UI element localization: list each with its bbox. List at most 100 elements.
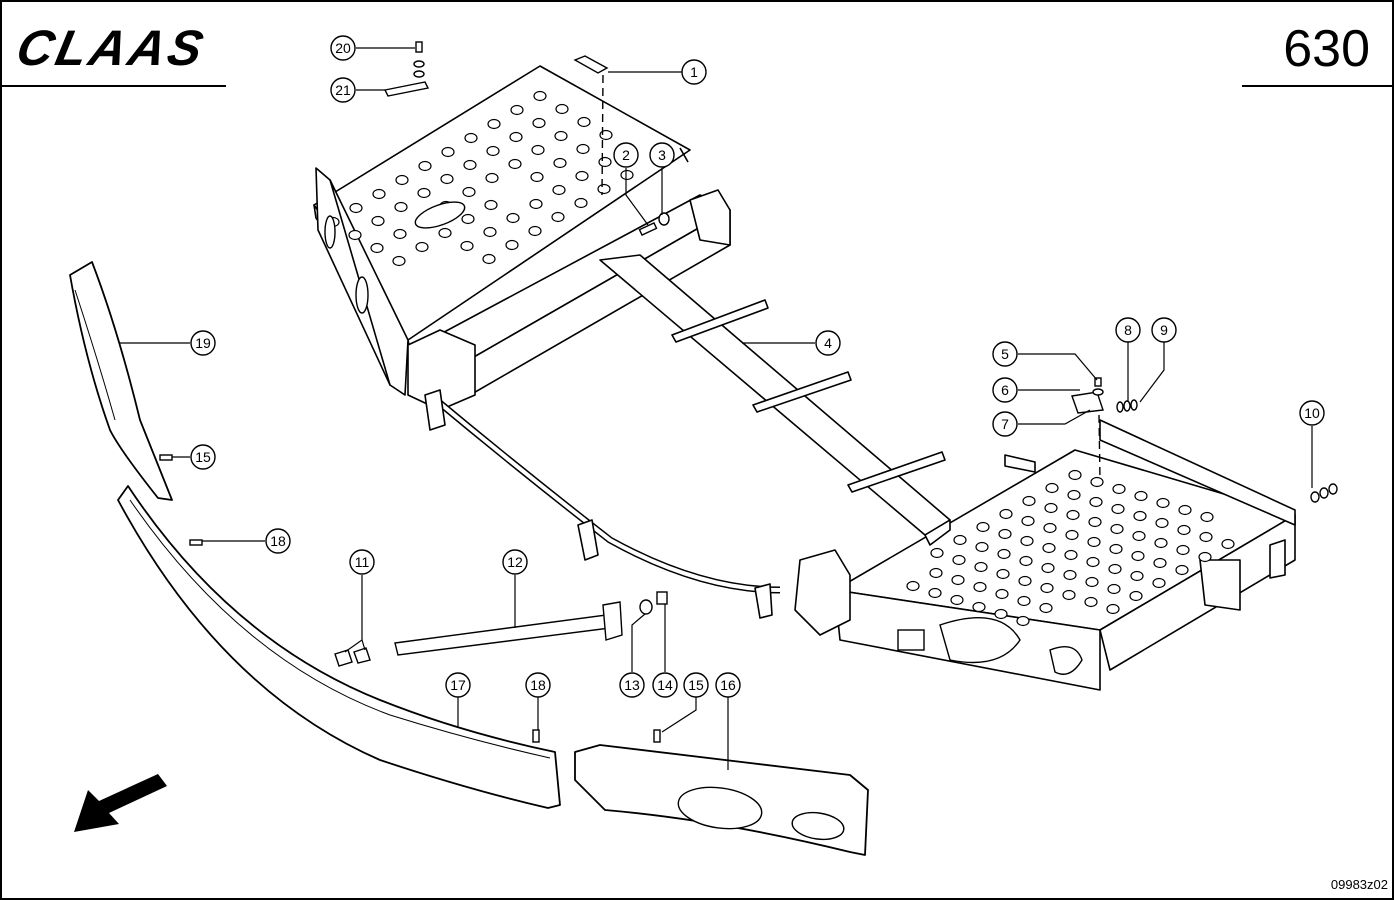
platform-hole [461,213,475,225]
platform-hole [575,170,589,182]
platform-hole [484,199,498,211]
callout-number: 4 [824,335,832,351]
callout-number: 15 [195,449,211,465]
platform-hole [509,131,523,143]
platform-hole [1085,576,1099,588]
platform-hole [1068,469,1082,481]
platform-hole [1134,490,1148,502]
platform-hole [551,211,565,223]
callout-circle [683,672,709,698]
platform-hole [371,215,385,227]
callout-circle [265,528,291,554]
platform-hole [487,118,501,130]
platform-hole [1107,583,1121,595]
callout-number: 5 [1001,346,1009,362]
callout-number: 10 [1304,405,1320,421]
callout-number: 1 [690,64,698,80]
platform-hole [1154,537,1168,549]
platform-hole [508,158,522,170]
callout-circle [190,444,216,470]
left-side-cutout [324,215,336,249]
platform-hole [1087,536,1101,548]
platform-hole [553,157,567,169]
platform-hole [1088,516,1102,528]
platform-hole [1043,522,1057,534]
callout-number: 9 [1160,322,1168,338]
platform-hole [1067,489,1081,501]
left-platform-handhold [414,201,466,229]
callout-number: 20 [335,40,351,56]
platform-hole [505,239,519,251]
platform-hole [418,160,432,172]
platform-hole [1199,531,1213,543]
platform-hole [973,581,987,593]
platform-hole [577,116,591,128]
platform-hole [506,212,520,224]
callout-number: 18 [270,533,286,549]
platform-hole [953,534,967,546]
platform-hole [532,117,546,129]
platform-hole [1064,549,1078,561]
platform-hole [598,156,612,168]
callout-circle [715,672,741,698]
callout-number: 2 [622,147,630,163]
platform-hole [1178,504,1192,516]
callout-number: 18 [530,677,546,693]
callout-circle [619,672,645,698]
callout-number: 16 [720,677,736,693]
platform-hole [1156,497,1170,509]
callout-number: 8 [1124,322,1132,338]
callout-number: 11 [355,554,370,570]
platform-hole [483,226,497,238]
callout-circle [613,142,639,168]
platform-hole [599,129,613,141]
platform-hole [348,229,362,241]
platform-hole [620,169,634,181]
callout-number: 14 [657,677,673,693]
platform-hole [392,255,406,267]
platform-hole [440,173,454,185]
callout-circle [349,549,375,575]
platform-hole [417,187,431,199]
platform-hole [1130,570,1144,582]
arrow-down-left-icon [74,774,167,832]
platform-hole [1177,524,1191,536]
platform-hole [460,240,474,252]
platform-hole [1111,503,1125,515]
platform-hole [1086,556,1100,568]
platform-hole [1040,582,1054,594]
platform-hole [1155,517,1169,529]
platform-hole [1062,589,1076,601]
platform-hole [533,90,547,102]
callout-number: 6 [1001,382,1009,398]
platform-hole [1198,551,1212,563]
leader-lines [120,47,1313,770]
callout-number: 19 [195,335,211,351]
callout-number: 3 [658,147,666,163]
callout-circle [330,77,356,103]
platform-hole [997,548,1011,560]
platform-hole [1016,615,1030,627]
platform-hole [1084,596,1098,608]
platform-hole [1176,544,1190,556]
callout-circle [649,142,675,168]
callout-circle [330,35,356,61]
platform-hole [1018,575,1032,587]
platform-hole [1109,543,1123,555]
platform-hole [370,242,384,254]
platform-hole [930,547,944,559]
platform-hole [393,228,407,240]
platform-hole [485,172,499,184]
platform-hole [574,197,588,209]
platform-hole [1063,569,1077,581]
callout-circle [992,377,1018,403]
platform-hole [998,528,1012,540]
platform-hole [929,567,943,579]
callout-circle [525,672,551,698]
platform-hole [972,601,986,613]
platform-hole [486,145,500,157]
callout-circle [1151,317,1177,343]
platform-hole [1044,502,1058,514]
callout-circle [681,59,707,85]
